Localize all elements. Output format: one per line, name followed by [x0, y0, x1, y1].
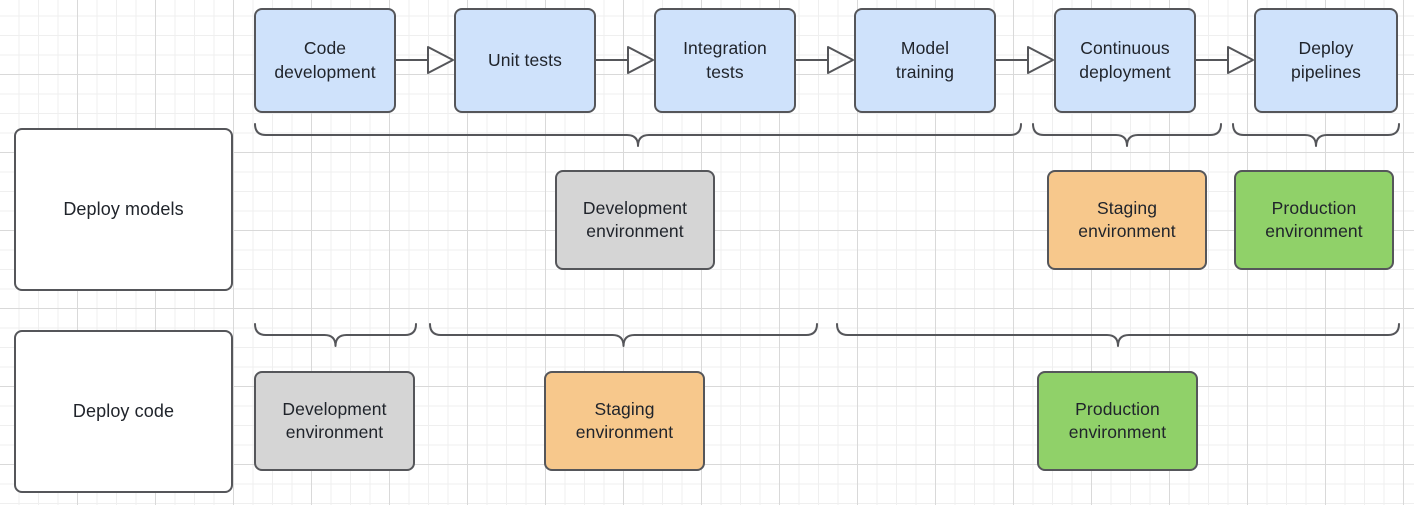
pipeline-step-label-deploy-pipelines: Deploy pipelines	[1291, 38, 1361, 82]
environment-box-models-development-environment[interactable]: Development environment	[555, 170, 715, 270]
brace-models-production	[1232, 123, 1400, 147]
pipeline-step-code-development[interactable]: Code development	[254, 8, 396, 113]
arrow-unit-to-integration	[595, 46, 654, 74]
pipeline-step-deploy-pipelines[interactable]: Deploy pipelines	[1254, 8, 1398, 113]
lane-label-deploy-models: Deploy models	[63, 198, 184, 219]
environment-label-models-staging-environment: Staging environment	[1078, 197, 1176, 241]
pipeline-step-integration-tests[interactable]: Integration tests	[654, 8, 796, 113]
environment-label-models-development-environment: Development environment	[582, 197, 688, 241]
brace-models-development	[254, 123, 1022, 147]
lane-label-box-deploy-models[interactable]: Deploy models	[14, 128, 233, 291]
lane-label-box-deploy-code[interactable]: Deploy code	[14, 330, 233, 493]
brace-code-production	[836, 323, 1400, 347]
brace-models-staging	[1032, 123, 1222, 147]
brace-code-staging	[429, 323, 818, 347]
environment-box-models-production-environment[interactable]: Production environment	[1234, 170, 1394, 270]
pipeline-step-model-training[interactable]: Model training	[854, 8, 996, 113]
pipeline-step-label-unit-tests: Unit tests	[488, 49, 562, 70]
arrow-model-to-cd	[995, 46, 1054, 74]
pipeline-step-continuous-deployment[interactable]: Continuous deployment	[1054, 8, 1196, 113]
pipeline-step-label-integration-tests: Integration tests	[683, 38, 767, 82]
environment-label-code-development-environment: Development environment	[282, 398, 387, 442]
arrow-cd-to-pipelines	[1195, 46, 1254, 74]
arrow-integration-to-model	[795, 46, 854, 74]
arrow-code-to-unit	[395, 46, 454, 74]
environment-box-code-development-environment[interactable]: Development environment	[254, 371, 415, 471]
pipeline-step-label-model-training: Model training	[895, 38, 955, 82]
environment-box-models-staging-environment[interactable]: Staging environment	[1047, 170, 1207, 270]
environment-box-code-production-environment[interactable]: Production environment	[1037, 371, 1198, 471]
pipeline-step-label-continuous-deployment: Continuous deployment	[1079, 38, 1171, 82]
pipeline-step-label-code-development: Code development	[274, 38, 376, 82]
brace-code-development	[254, 323, 417, 347]
environment-label-code-production-environment: Production environment	[1068, 398, 1167, 442]
lane-label-deploy-code: Deploy code	[72, 400, 175, 421]
environment-label-code-staging-environment: Staging environment	[575, 398, 674, 442]
environment-box-code-staging-environment[interactable]: Staging environment	[544, 371, 705, 471]
environment-label-models-production-environment: Production environment	[1265, 197, 1363, 241]
pipeline-step-unit-tests[interactable]: Unit tests	[454, 8, 596, 113]
